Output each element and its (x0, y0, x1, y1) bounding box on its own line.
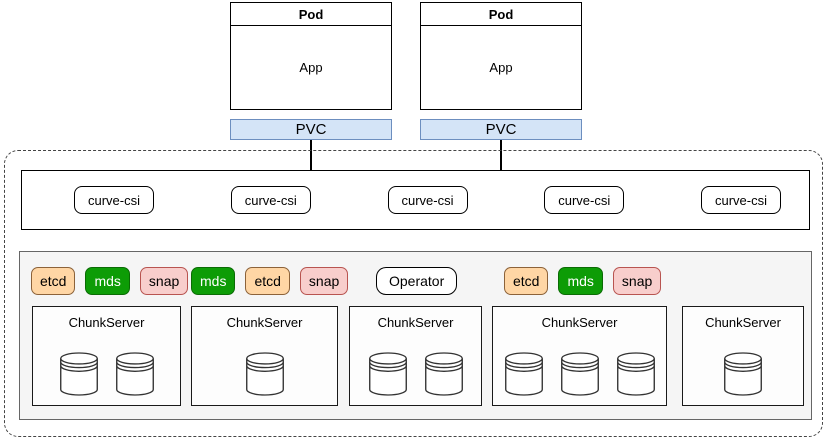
pod-title: Pod (421, 3, 581, 26)
pvc-box-2: PVC (420, 119, 582, 140)
csi-node: curve-csi (701, 186, 781, 214)
chunkserver-label: ChunkServer (226, 315, 303, 330)
disk-row (722, 351, 764, 405)
mds-badge: mds (191, 267, 236, 295)
etcd-badge: etcd (504, 267, 549, 295)
disk-row (244, 351, 286, 405)
pod-box-2: Pod App (420, 2, 582, 110)
pvc-connector-line-1 (310, 140, 312, 171)
chunkserver-label: ChunkServer (541, 315, 618, 330)
database-cylinder-icon (367, 351, 409, 397)
chunkserver-box: ChunkServer (682, 306, 804, 406)
etcd-badge: etcd (245, 267, 290, 295)
csi-row: curve-csi curve-csi curve-csi curve-csi curv… (21, 170, 810, 230)
database-cylinder-icon (114, 351, 156, 397)
pvc-connector-line-2 (500, 140, 502, 171)
chunkserver-label: ChunkServer (377, 315, 454, 330)
etcd-badge: etcd (31, 267, 76, 295)
chunkserver-box: ChunkServer (191, 306, 338, 406)
chunkserver-box: ChunkServer (32, 306, 181, 406)
mds-badge: mds (85, 267, 130, 295)
chunkserver-label: ChunkServer (68, 315, 145, 330)
mds-badge: mds (558, 267, 603, 295)
csi-node: curve-csi (544, 186, 625, 214)
snap-badge: snap (612, 267, 662, 295)
operator-badge: Operator (376, 267, 458, 295)
pvc-box-1: PVC (230, 119, 392, 140)
disk-row (58, 351, 156, 405)
app-label: App (299, 60, 323, 75)
disk-row (367, 351, 465, 405)
database-cylinder-icon (423, 351, 465, 397)
csi-node: curve-csi (74, 186, 154, 214)
database-cylinder-icon (244, 351, 286, 397)
database-cylinder-icon (615, 351, 657, 397)
pod-box-1: Pod App (230, 2, 392, 110)
database-cylinder-icon (559, 351, 601, 397)
cluster-dashed-boundary (4, 150, 823, 437)
app-label: App (489, 60, 513, 75)
csi-node: curve-csi (230, 186, 311, 214)
csi-node: curve-csi (387, 186, 468, 214)
database-cylinder-icon (58, 351, 100, 397)
snap-badge: snap (299, 267, 349, 295)
database-cylinder-icon (722, 351, 764, 397)
snap-badge: snap (139, 267, 189, 295)
disk-row (503, 351, 657, 405)
pod-title: Pod (231, 3, 391, 26)
chunkserver-box: ChunkServer (349, 306, 482, 406)
badge-group: Operator (376, 267, 458, 295)
database-cylinder-icon (503, 351, 545, 397)
chunkserver-label: ChunkServer (705, 315, 781, 330)
chunkserver-box: ChunkServer (492, 306, 667, 406)
